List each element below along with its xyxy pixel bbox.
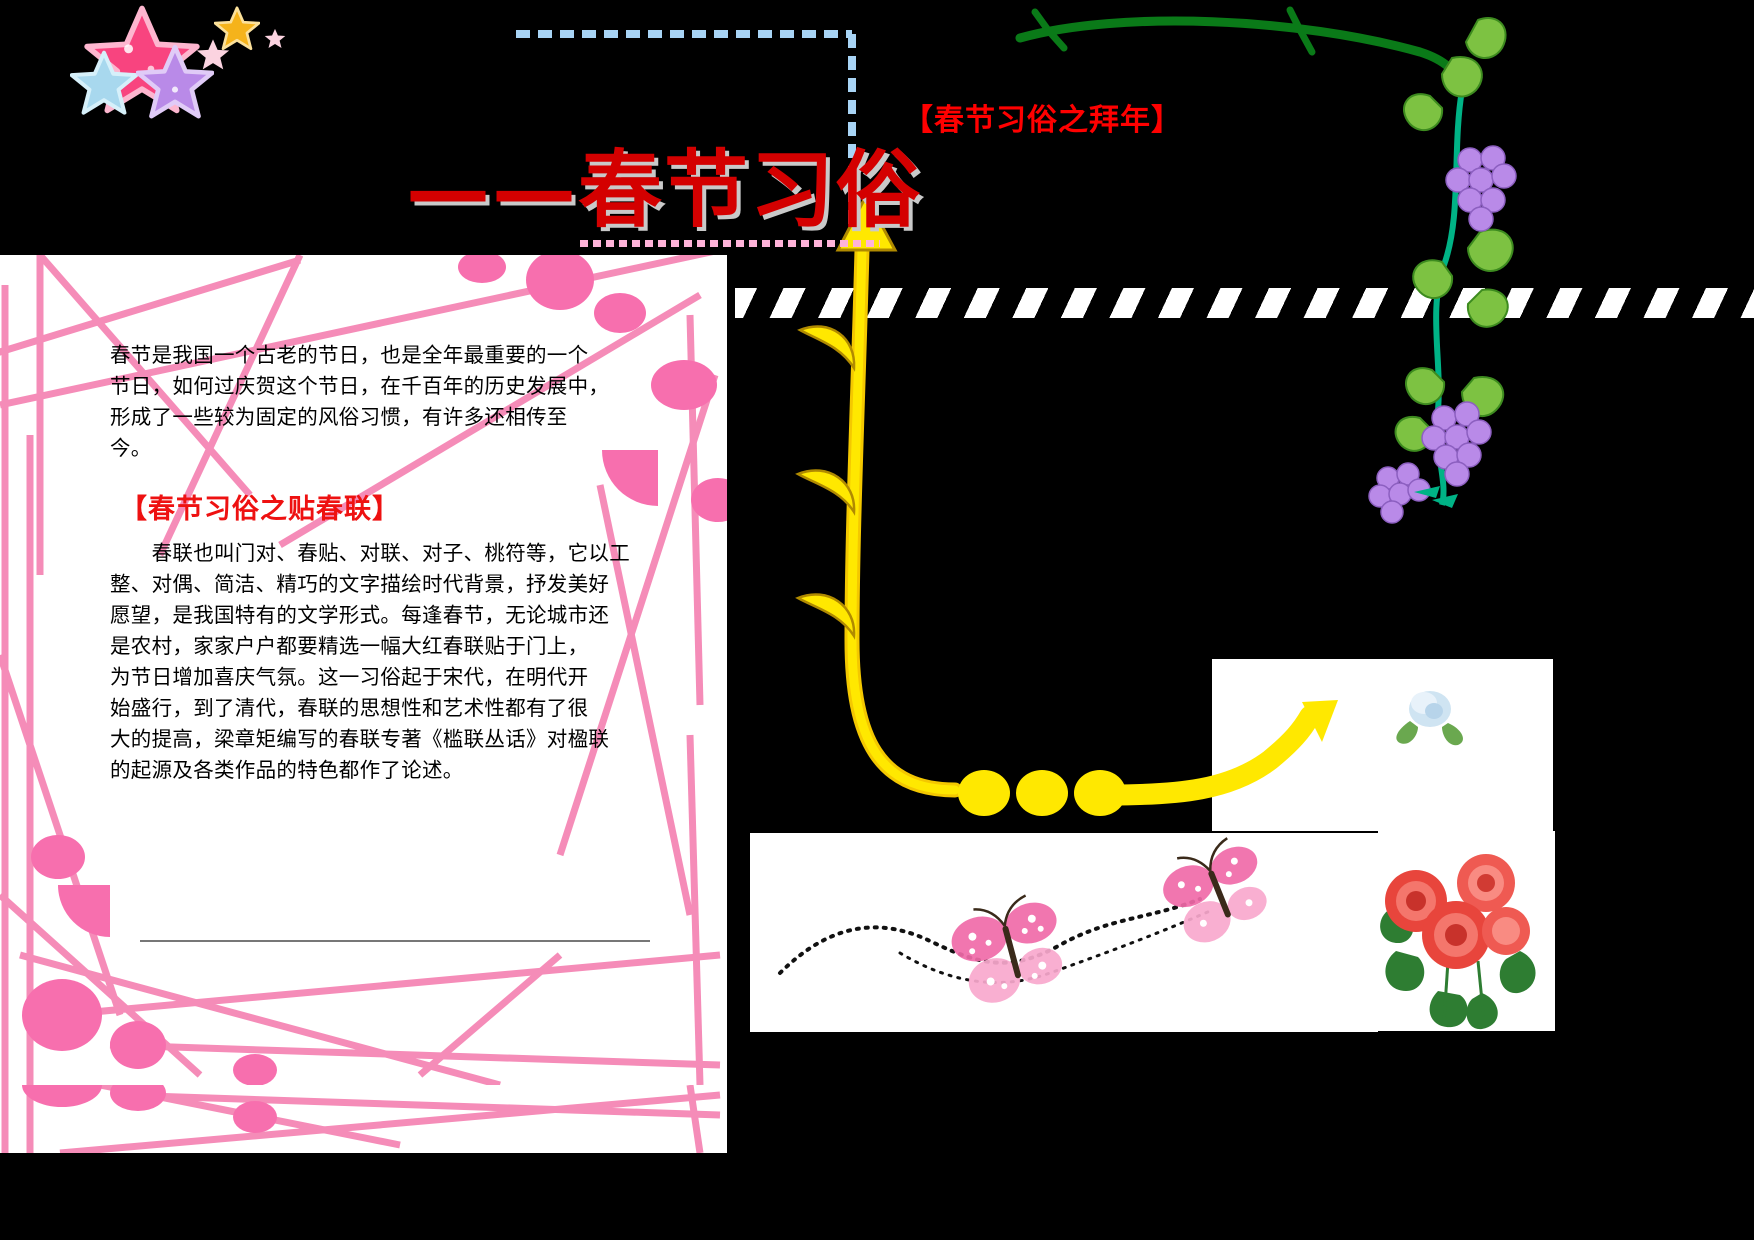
couplets-paragraph-line1: 春联也叫门对、春贴、对联、对子、桃符等，它以工: [110, 541, 630, 565]
intro-paragraph: 春节是我国一个古老的节日，也是全年最重要的一个: [110, 343, 589, 367]
yellow-dot-2: [1016, 770, 1068, 816]
couplets-paragraph-line5: 为节日增加喜庆气氛。这一习俗起于宋代，在明代开: [110, 665, 589, 689]
couplets-paragraph-line6: 始盛行，到了清代，春联的思想性和艺术性都有了很: [110, 696, 589, 720]
photo-red-roses: [1378, 831, 1555, 1031]
photo-butterflies: [750, 833, 1378, 1032]
intro-paragraph-line3: 形成了一些较为固定的风俗习惯，有许多还相传至: [110, 405, 568, 429]
pink-geometric-scribbles: [0, 255, 727, 1085]
left-paper-panel: [0, 255, 727, 1085]
couplets-paragraph-line8: 的起源及各类作品的特色都作了论述。: [110, 758, 464, 782]
blue-dashed-line-horizontal: [516, 30, 852, 38]
photo-blue-rose: [1212, 659, 1553, 831]
left-paper-panel-lower: [0, 1085, 727, 1153]
intro-paragraph-line4: 今。: [110, 436, 152, 460]
blue-dashed-line-vertical: [848, 34, 856, 224]
horizontal-rule: [140, 940, 650, 942]
yellow-dot-1: [958, 770, 1010, 816]
couplets-paragraph-line3: 愿望，是我国特有的文学形式。每逢春节，无论城市还: [110, 603, 610, 627]
star-pink-small: [196, 38, 230, 71]
couplets-paragraph-line2: 整、对偶、简洁、精巧的文字描绘时代背景，抒发美好: [110, 572, 610, 596]
star-pink-tiny: [264, 28, 286, 49]
couplets-paragraph-line7: 大的提高，梁章矩编写的春联专著《槛联丛话》对楹联: [110, 727, 610, 751]
article-text-block: 春节是我国一个古老的节日，也是全年最重要的一个 节日，如何过庆贺这个节日，在千百…: [110, 340, 650, 786]
section-heading-new-year-greeting: 【春节习俗之拜年】: [903, 103, 1182, 138]
couplets-paragraph-line4: 是农村，家家户户都要精选一幅大红春联贴于门上，: [110, 634, 589, 658]
page-title: ——春节习俗: [406, 141, 923, 239]
star-blue: [70, 50, 138, 116]
yellow-dot-3: [1074, 770, 1126, 816]
star-purple: [136, 44, 214, 120]
section-heading-spring-couplets: 【春节习俗之贴春联】: [120, 494, 400, 525]
star-orange: [214, 6, 260, 51]
white-zigzag-band: [735, 288, 1754, 318]
intro-paragraph-line2: 节日，如何过庆贺这个节日，在千百年的历史发展中，: [110, 374, 610, 398]
pink-dashed-line: [580, 240, 880, 247]
